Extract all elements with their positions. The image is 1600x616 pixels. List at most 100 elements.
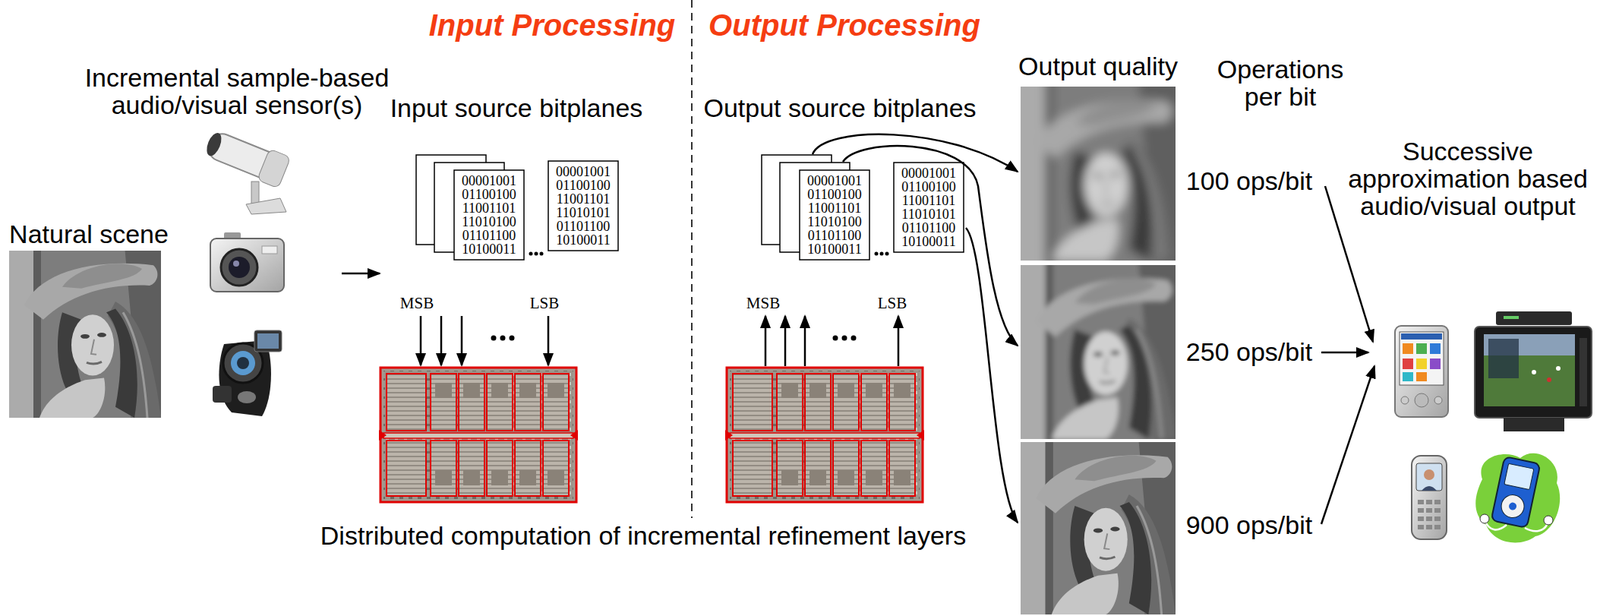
medium-quality-image (997, 242, 1199, 462)
section-divider (691, 0, 693, 518)
camcorder (257, 333, 279, 349)
mobile-phone (1434, 508, 1441, 513)
figure-caption: Distributed computation of incremental r… (320, 522, 966, 550)
television (1503, 315, 1519, 319)
camcorder (230, 350, 256, 376)
bitplane-heading: Input source bitplanes (390, 94, 644, 123)
bitplane-bits: 00001001 01100100 11001101 11010100 0110… (459, 173, 519, 256)
mobile-phone (1417, 524, 1424, 530)
television (1531, 369, 1537, 375)
pda-device (1416, 358, 1427, 370)
mobile-phone (1434, 524, 1441, 530)
high-quality-image (997, 419, 1199, 616)
music-player (1499, 492, 1527, 521)
camcorder (212, 330, 282, 417)
music-player (1491, 456, 1541, 528)
pda-device (1401, 333, 1443, 340)
mobile-phone (1411, 455, 1447, 540)
ellipsis-dots (509, 335, 515, 341)
mobile-phone (1411, 455, 1447, 540)
processor-die (725, 367, 925, 502)
mobile-phone (1426, 516, 1433, 521)
sensor-caption: Incremental sample-based audio/visual se… (69, 64, 404, 119)
television (1503, 417, 1565, 432)
music-player (1504, 463, 1534, 490)
pda-device (1416, 343, 1427, 354)
pda-device (1402, 372, 1414, 382)
music-player (1524, 523, 1548, 531)
security-camera (246, 198, 287, 215)
input-bitplane-stack (454, 170, 524, 260)
natural-scene-photo (0, 228, 184, 439)
television (1546, 377, 1552, 382)
ellipsis-dots (833, 335, 857, 341)
pda-device (1394, 325, 1449, 417)
processor-die (378, 367, 578, 502)
mobile-phone (1426, 499, 1433, 505)
refinement-arrows (965, 227, 1018, 523)
scene-caption: Natural scene (9, 220, 169, 249)
mobile-phone (1426, 508, 1433, 513)
music-player (1475, 453, 1560, 543)
mobile-phone (1434, 499, 1441, 505)
ellipsis-dots (851, 335, 857, 341)
output-bit-arrows (804, 315, 807, 367)
compact-camera (228, 256, 250, 278)
ops-rate: 100 ops/bit (1186, 167, 1313, 196)
high-quality-image (997, 419, 1199, 616)
ops-arrows (1321, 186, 1375, 524)
ops-rate: 250 ops/bit (1186, 338, 1313, 367)
pda-device (1401, 396, 1409, 404)
output-bitplane-stack (880, 252, 884, 256)
output-bit-arrows (897, 315, 900, 367)
music-player (1480, 514, 1490, 524)
compact-camera (261, 246, 278, 254)
television (1555, 366, 1561, 371)
input-bitplane-stack (548, 160, 619, 251)
output-bitplane-stack (893, 162, 964, 253)
mobile-phone (1417, 508, 1424, 513)
television (1488, 338, 1519, 379)
low-quality-image (997, 63, 1199, 284)
mobile-phone (1434, 516, 1441, 521)
television (1474, 326, 1592, 418)
output-bitplane-stack (885, 252, 890, 256)
input-bit-arrows (419, 315, 423, 366)
output-bitplane-stack (761, 154, 964, 260)
mobile-phone (1421, 485, 1437, 491)
output-bit-arrows (765, 315, 899, 367)
television (1579, 337, 1588, 407)
television (1483, 334, 1575, 407)
mobile-phone (1417, 499, 1424, 505)
pda-device (1394, 325, 1449, 417)
security-camera (251, 181, 259, 205)
section-heading: Output Processing (708, 9, 981, 42)
bit-order-label: LSB (877, 294, 908, 312)
television (1474, 311, 1592, 432)
bit-order-label: LSB (530, 294, 560, 312)
pda-device (1416, 372, 1427, 382)
bit-order-label: MSB (746, 294, 780, 312)
music-player (1543, 515, 1553, 525)
pda-device (1414, 393, 1429, 408)
camcorder (212, 385, 232, 403)
bitplane-bits: 00001001 01100100 11001101 11010100 0110… (804, 173, 865, 256)
camcorder (237, 391, 256, 404)
flow-arrow (341, 272, 380, 275)
mobile-phone (1417, 516, 1424, 521)
pda-device (1429, 358, 1441, 370)
output-bitplane-stack (799, 170, 870, 260)
output-bitplane-stack (874, 252, 879, 256)
compact-camera (220, 249, 258, 286)
music-player (1475, 453, 1560, 543)
input-bit-arrows (547, 315, 550, 366)
ops-arrows (1321, 366, 1375, 524)
ops-arrows (1321, 351, 1369, 354)
bitplane-bits: 00001001 01100100 11001101 11010101 0110… (899, 166, 959, 249)
television (1495, 311, 1572, 326)
refinement-arrows (842, 145, 1018, 346)
music-player (1491, 456, 1541, 528)
pda-device (1402, 358, 1414, 370)
bitplane-heading: Output source bitplanes (703, 94, 976, 123)
